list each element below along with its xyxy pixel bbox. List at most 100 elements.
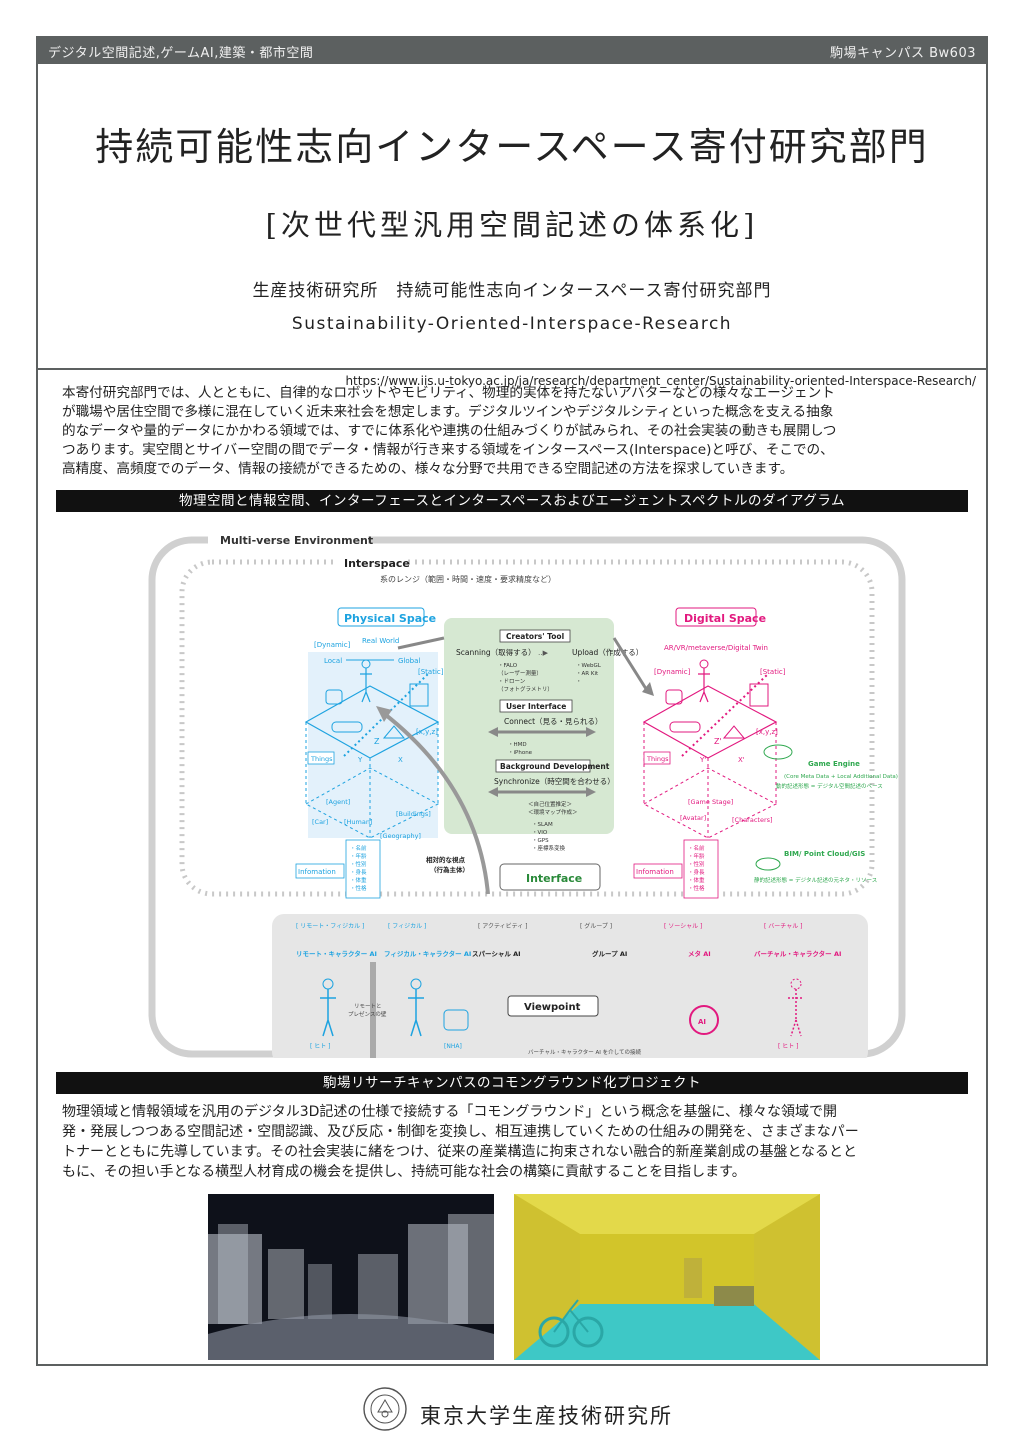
- svg-text:スパーシャル AI: スパーシャル AI: [472, 949, 521, 958]
- digital-plane: [642, 685, 778, 759]
- svg-text:バーチャル・キャラクター AI を介しての接続: バーチャル・キャラクター AI を介しての接続: [528, 1048, 641, 1056]
- svg-text:AR/VR/metaverse/Digital Twin: AR/VR/metaverse/Digital Twin: [664, 644, 768, 652]
- page-title: 持続可能性志向インタースペース寄付研究部門: [95, 125, 929, 169]
- svg-text:[Static]: [Static]: [418, 668, 444, 676]
- common-ground-line: トナーとともに先導しています。その社会実装に緒をつけ、従来の産業構造に拘束されな…: [62, 1144, 858, 1160]
- svg-text:X': X': [738, 756, 745, 764]
- viewpoint-label: Viewpoint: [524, 1002, 581, 1013]
- interspace-frame: [179, 559, 875, 897]
- svg-text:Game Engine: Game Engine: [808, 760, 860, 768]
- svg-text:[Game Stage]: [Game Stage]: [688, 798, 733, 806]
- institute-name-en: Sustainability-Oriented-Interspace-Resea…: [291, 314, 733, 334]
- svg-text:[NHA]: [NHA]: [444, 1043, 462, 1050]
- svg-text:Infomation: Infomation: [298, 868, 336, 876]
- intro-line: が職場や居住空間で多様に混在していく近未来社会を想定します。デジタルツインやデジ…: [62, 404, 834, 420]
- interspace-label: Interspace: [344, 557, 410, 570]
- section-heading-diagram: 物理空間と情報空間、インターフェースとインタースペースおよびエージェントスペクト…: [56, 490, 968, 512]
- svg-text:・名前: ・名前: [350, 844, 367, 852]
- intro-paragraph: 本寄付研究部門では、人とともに、自律的なロボットやモビリティ、物理的実体を持たな…: [62, 384, 972, 479]
- svg-text:静的記述形態 = デジタル記述の元ネタ・リソース: 静的記述形態 = デジタル記述の元ネタ・リソース: [754, 876, 877, 884]
- svg-text:Synchronize（時空間を合わせる）: Synchronize（時空間を合わせる）: [494, 776, 615, 786]
- svg-text:[ ヒト ]: [ ヒト ]: [310, 1043, 331, 1050]
- svg-text:・体重: ・体重: [688, 876, 705, 884]
- svg-text:[Static]: [Static]: [760, 668, 786, 676]
- svg-text:[Agent]: [Agent]: [326, 798, 350, 806]
- poster-header: 持続可能性志向インタースペース寄付研究部門 [次世代型汎用空間記述の体系化] 生…: [38, 64, 986, 388]
- svg-text:[x,y,z]: [x,y,z]: [756, 728, 778, 736]
- svg-text:リモートと: リモートと: [354, 1003, 382, 1010]
- svg-text:・ドローン: ・ドローン: [498, 679, 526, 685]
- svg-text:・AR Kit: ・AR Kit: [576, 671, 599, 677]
- svg-text:[Human]: [Human]: [344, 818, 373, 826]
- poster-frame: デジタル空間記述,ゲームAI,建築・都市空間 駒場キャンパス Bw603 持続可…: [36, 36, 988, 1366]
- svg-text:Y': Y': [699, 756, 706, 764]
- svg-text:＜環境マップ作成＞: ＜環境マップ作成＞: [528, 808, 578, 816]
- interface-area: [444, 618, 614, 834]
- svg-text:・年齢: ・年齢: [688, 852, 705, 860]
- svg-text:・身長: ・身長: [350, 868, 367, 876]
- svg-text:[ ソーシャル ]: [ ソーシャル ]: [664, 923, 702, 930]
- svg-text:[ バーチャル ]: [ バーチャル ]: [764, 923, 802, 930]
- svg-text:・性別: ・性別: [688, 860, 705, 868]
- svg-text:[ フィジカル ]: [ フィジカル ]: [388, 923, 426, 930]
- svg-text:[ ヒト ]: [ ヒト ]: [778, 1043, 799, 1050]
- svg-text:Upload（作成する）: Upload（作成する）: [572, 647, 643, 657]
- section-heading-common-ground: 駒場リサーチキャンパスのコモングラウンド化プロジェクト: [56, 1072, 968, 1094]
- svg-text:User Interface: User Interface: [506, 702, 566, 711]
- svg-text:・GPS: ・GPS: [532, 838, 549, 844]
- common-ground-line: 物理領域と情報領域を汎用のデジタル3D記述の仕様で接続する「コモングラウンド」と…: [62, 1104, 837, 1120]
- department-url[interactable]: https://www.iis.u-tokyo.ac.jp/ja/researc…: [345, 374, 976, 388]
- top-bar: デジタル空間記述,ゲームAI,建築・都市空間 駒場キャンパス Bw603: [38, 38, 986, 64]
- svg-text:Local: Local: [324, 657, 342, 665]
- svg-text:Y: Y: [357, 756, 363, 764]
- common-ground-line: もに、その担い手となる横型人材育成の機会を提供し、持続可能な社会の構築に貢献する…: [62, 1164, 746, 1180]
- svg-text:・体重: ・体重: [350, 876, 367, 884]
- svg-text:[Avatar]: [Avatar]: [680, 814, 706, 822]
- svg-text:[ リモート・フィジカル ]: [ リモート・フィジカル ]: [296, 923, 364, 930]
- svg-text:・名前: ・名前: [688, 844, 705, 852]
- svg-text:BIM/ Point Cloud/GIS: BIM/ Point Cloud/GIS: [784, 850, 865, 858]
- common-ground-line: 発・発展しつつある空間記述・空間認識、及び反応・制御を変換し、相互連携していくた…: [62, 1124, 859, 1140]
- svg-text:相対的な視点: 相対的な視点: [426, 855, 466, 864]
- agent-spectrum-area: [272, 914, 868, 1058]
- point-cloud-room-image: [514, 1194, 820, 1360]
- svg-text:プレゼンスの壁: プレゼンスの壁: [348, 1010, 387, 1018]
- svg-text:AI: AI: [698, 1018, 706, 1026]
- interspace-note: 系のレンジ（範囲・時間・速度・要求精度など）: [380, 574, 556, 584]
- footer: 東京大学生産技術研究所: [0, 1376, 1024, 1436]
- svg-text:Scanning（取得する）: Scanning（取得する）: [456, 647, 536, 657]
- intro-line: つあります。実空間とサイバー空間の間でデータ・情報が行き来する領域をインタースペ…: [62, 442, 834, 458]
- intro-line: 本寄付研究部門では、人とともに、自律的なロボットやモビリティ、物理的実体を持たな…: [62, 385, 835, 401]
- intro-line: 高精度、高頻度でのデータ、情報の接続ができるための、様々な分野で共用できる空間記…: [62, 461, 794, 477]
- svg-text:メタ AI: メタ AI: [688, 949, 711, 958]
- svg-text:[Dynamic]: [Dynamic]: [654, 668, 691, 676]
- svg-text:[x,y,z]: [x,y,z]: [416, 728, 438, 736]
- svg-text:グループ AI: グループ AI: [592, 949, 627, 958]
- physical-space-label: Physical Space: [344, 612, 436, 625]
- svg-text:（行為主体）: （行為主体）: [430, 865, 469, 874]
- svg-text:X: X: [398, 756, 403, 764]
- svg-text:Z: Z: [374, 737, 380, 746]
- svg-text:・VIO: ・VIO: [532, 830, 548, 836]
- topbar-location: 駒場キャンパス Bw603: [830, 45, 976, 61]
- university-seal-icon: [363, 1387, 407, 1431]
- institute-name: 生産技術研究所 持続可能性志向インタースペース寄付研究部門: [252, 281, 772, 301]
- multiverse-label: Multi-verse Environment: [220, 534, 373, 547]
- svg-text:[ グループ ]: [ グループ ]: [580, 922, 612, 930]
- agent-spectrum-diagram: Multi-verse Environment Interspace 系のレンジ…: [148, 528, 906, 1058]
- footer-institute-name: 東京大学生産技術研究所: [420, 1404, 673, 1428]
- svg-text:[Car]: [Car]: [312, 818, 328, 826]
- svg-text:・iPhone: ・iPhone: [508, 750, 533, 756]
- intro-line: 的なデータや量的データにかかわる領域では、すでに体系化や連携の仕組みづくりが試み…: [62, 423, 837, 439]
- svg-text:Global: Global: [398, 657, 420, 665]
- svg-text:・SLAM: ・SLAM: [532, 822, 553, 828]
- svg-text:（フォトグラメトリ）: （フォトグラメトリ）: [498, 685, 553, 693]
- svg-text:[ アクティビティ ]: [ アクティビティ ]: [478, 922, 527, 930]
- svg-text:・: ・: [576, 679, 582, 685]
- svg-text:・WebGL: ・WebGL: [576, 663, 602, 669]
- svg-text:Things: Things: [310, 755, 333, 763]
- svg-text:(Core Meta Data + Local Additi: (Core Meta Data + Local Additional Data): [784, 774, 898, 780]
- svg-text:Real World: Real World: [362, 637, 399, 645]
- svg-text:・FALO: ・FALO: [498, 663, 518, 669]
- svg-text:[Geography]: [Geography]: [380, 832, 421, 840]
